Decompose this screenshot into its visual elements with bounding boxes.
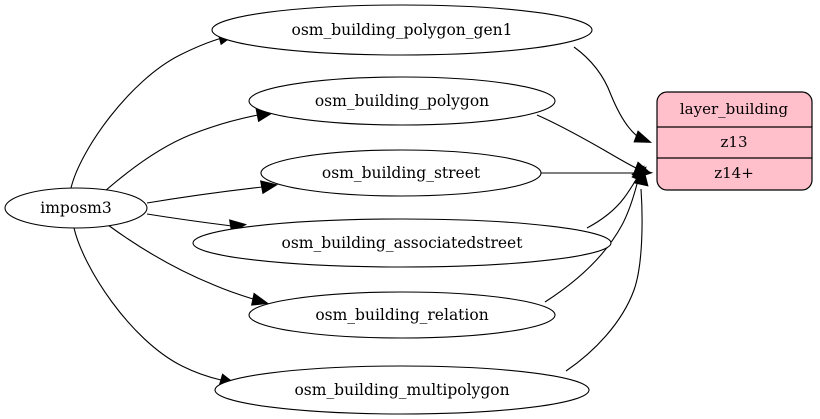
layer-building-row-z14plus: z14+ xyxy=(714,164,754,182)
osm-building-multipolygon-label: osm_building_multipolygon xyxy=(294,381,509,399)
osm-building-multipolygon-ellipse[interactable] xyxy=(214,365,590,415)
imposm3-ellipse[interactable] xyxy=(4,187,148,229)
osm-building-polygon-gen1-label: osm_building_polygon_gen1 xyxy=(292,21,513,39)
node-osm-building-multipolygon[interactable]: osm_building_multipolygon xyxy=(214,365,590,415)
node-osm-building-polygon[interactable]: osm_building_polygon xyxy=(248,76,556,126)
osm-building-relation-ellipse[interactable] xyxy=(248,291,556,339)
edge-osm-building-polygon-to-layer-z14 xyxy=(536,114,652,175)
edge-imposm3-to-osm-building-relation xyxy=(107,224,270,306)
layer-building-row-z13: z13 xyxy=(721,133,748,151)
osm-building-associatedstreet-ellipse[interactable] xyxy=(192,218,612,268)
edge-imposm3-to-osm-building-polygon xyxy=(104,108,275,192)
edge-imposm3-to-osm-building-polygon-gen1 xyxy=(70,32,237,189)
osm-building-polygon-ellipse[interactable] xyxy=(248,76,556,126)
osm-building-street-label: osm_building_street xyxy=(322,164,481,182)
node-osm-building-street[interactable]: osm_building_street xyxy=(260,149,542,197)
edge-imposm3-to-osm-building-street xyxy=(146,180,279,204)
layer-building-box[interactable] xyxy=(656,91,813,191)
node-imposm3[interactable]: imposm3 xyxy=(4,187,148,229)
node-osm-building-relation[interactable]: osm_building_relation xyxy=(248,291,556,339)
edge-group-tables-to-layer xyxy=(536,46,654,372)
imposm3-label: imposm3 xyxy=(40,199,111,217)
osm-building-street-ellipse[interactable] xyxy=(260,149,542,197)
node-layer-building[interactable]: layer_building z13 z14+ xyxy=(656,91,813,191)
edge-osm-building-multipolygon-to-layer-z14 xyxy=(565,169,649,372)
node-osm-building-polygon-gen1[interactable]: osm_building_polygon_gen1 xyxy=(211,4,593,56)
layer-building-title: layer_building xyxy=(680,100,789,118)
osm-building-polygon-label: osm_building_polygon xyxy=(315,92,489,110)
osm-building-polygon-gen1-ellipse[interactable] xyxy=(211,4,593,56)
osm-building-associatedstreet-label: osm_building_associatedstreet xyxy=(282,234,524,252)
edge-osm-building-polygon-gen1-to-layer-z13 xyxy=(573,46,653,143)
node-osm-building-associatedstreet[interactable]: osm_building_associatedstreet xyxy=(192,218,612,268)
osm-building-relation-label: osm_building_relation xyxy=(315,306,488,324)
